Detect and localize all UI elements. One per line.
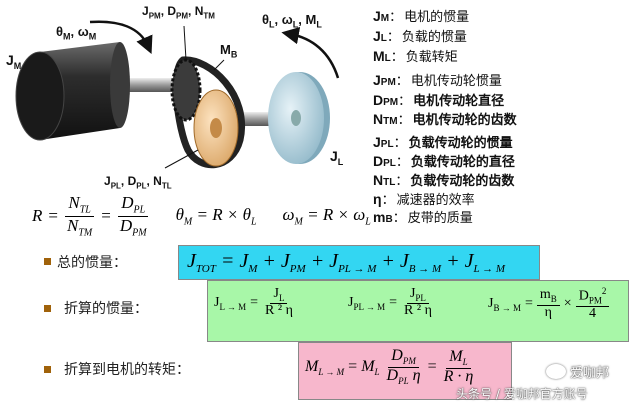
label-motor-angle-speed: θM, ωM	[56, 24, 97, 42]
legend-subscript: PM	[383, 97, 399, 108]
legend-separator: ：	[397, 113, 411, 128]
watermark-footer: 头条号 / 爱咖邦官方账号	[456, 387, 588, 401]
legend-description: 负载转矩	[405, 50, 458, 65]
legend-subscript: PL	[383, 158, 396, 169]
label-belt-mass: MB	[220, 42, 238, 60]
legend-description: 负载的惯量	[401, 30, 467, 45]
legend-item: NTL：负载传动轮的齿数	[373, 171, 517, 190]
legend-description: 负载传动轮的直径	[410, 155, 515, 170]
legend-symbol: M	[373, 48, 385, 64]
motor-end-face	[15, 51, 65, 141]
section-bullet	[44, 258, 51, 265]
label-motor-inertia: JM	[6, 52, 22, 71]
legend-symbol: N	[373, 111, 384, 127]
section-caption-reflected-torque: 折算到电机的转矩：	[64, 362, 190, 378]
legend-description: 负载传动轮的齿数	[410, 174, 515, 189]
legend-subscript: PM	[380, 77, 396, 88]
section-bullet	[44, 305, 51, 312]
leader-motor-pulley	[183, 25, 187, 61]
legend-symbol: J	[373, 28, 381, 44]
load-pulley-hub	[210, 118, 222, 138]
legend-description: 负载传动轮的惯量	[408, 136, 513, 151]
legend-separator: ：	[393, 136, 407, 151]
ratio-formula: R = NTL NTM = DPL DPM θM = R × θL ωM = R…	[32, 193, 371, 239]
leader-load-pulley	[164, 149, 199, 169]
label-motor-pulley-params: JPM, DPM, NTM	[142, 4, 215, 21]
legend-subscript: PL	[380, 139, 394, 150]
legend-symbol: J	[373, 72, 381, 88]
legend-separator: ：	[395, 174, 409, 189]
section-bullet	[44, 366, 51, 373]
legend-separator: ：	[398, 94, 412, 109]
omega-relation: ωM = R × ωL	[282, 205, 371, 228]
legend-item: JPM：电机传动轮惯量	[373, 70, 517, 90]
ratio-diameter-fraction: DPL DPM	[118, 193, 149, 239]
legend-description: 皮带的质量	[407, 211, 473, 226]
legend-subscript: L	[384, 53, 391, 64]
legend-separator: ：	[395, 74, 409, 89]
label-load-inertia: JL	[330, 148, 344, 167]
legend-description: 电机传动轮惯量	[410, 74, 502, 89]
motor-rear-cap	[110, 42, 130, 128]
section-caption-total-inertia: 总的惯量：	[57, 255, 127, 271]
theta-relation: θM = R × θL	[175, 205, 257, 228]
total-inertia-equation-box: JTOT = JM + JPM + JPL → M + JB → M + JL …	[178, 245, 540, 280]
legend-item: NTM：电机传动轮的齿数	[373, 110, 517, 129]
legend-subscript: M	[380, 13, 390, 24]
legend-separator: ：	[395, 155, 409, 170]
legend-separator: ：	[390, 50, 404, 65]
legend-separator: ：	[389, 10, 403, 25]
legend-symbol: η	[373, 191, 382, 207]
legend-subscript: L	[380, 33, 387, 44]
legend-subscript: TM	[383, 116, 398, 127]
legend-item: η：减速器的效率	[373, 190, 517, 208]
belt-drive-diagram	[15, 20, 340, 169]
legend-separator: ：	[381, 193, 395, 208]
legend-description: 电机的惯量	[404, 10, 470, 25]
ratio-teeth-fraction: NTL NTM	[65, 193, 94, 239]
watermark-brand: 爱咖邦	[570, 366, 610, 381]
load-flywheel-hub	[291, 110, 301, 126]
legend-symbol: D	[373, 153, 384, 169]
leader-belt	[213, 59, 225, 71]
legend-item: ML：负载转矩	[373, 46, 517, 66]
legend-item: DPM：电机传动轮直径	[373, 90, 517, 110]
legend-subscript: B	[385, 214, 393, 225]
total-inertia-equation: JTOT = JM + JPM + JPL → M + JB → M + JL …	[187, 250, 506, 275]
legend-symbol: J	[373, 8, 381, 24]
chat-bubble-icon	[546, 364, 566, 379]
legend-item: mB：皮带的质量	[373, 208, 517, 226]
legend-symbol: N	[373, 172, 384, 188]
legend-description: 减速器的效率	[396, 193, 475, 208]
legend-symbol: J	[373, 134, 381, 150]
load-rotation-arrow	[281, 26, 340, 79]
legend-item: DPL：负载传动轮的直径	[373, 152, 517, 171]
legend-separator: ：	[392, 211, 406, 226]
section-caption-reflected-inertia: 折算的惯量：	[64, 301, 148, 317]
label-load-pulley-params: JPL, DPL, NTL	[104, 174, 172, 191]
legend-item: JL：负载的惯量	[373, 26, 517, 46]
motor-rotation-arrow	[89, 20, 153, 54]
legend-description: 电机传动轮直径	[413, 94, 505, 109]
watermark-logo: 爱咖邦	[546, 362, 609, 381]
legend-separator: ：	[386, 30, 400, 45]
legend-description: 电机传动轮的齿数	[412, 113, 517, 128]
legend-symbol: D	[373, 92, 384, 108]
legend-subscript: TL	[383, 177, 396, 188]
legend-item: JM：电机的惯量	[373, 6, 517, 26]
legend-item: JPL：负载传动轮的惯量	[373, 133, 517, 152]
legend-symbol: m	[373, 209, 386, 225]
label-load-angle-speed-torque: θL, ωL, ML	[262, 12, 322, 30]
